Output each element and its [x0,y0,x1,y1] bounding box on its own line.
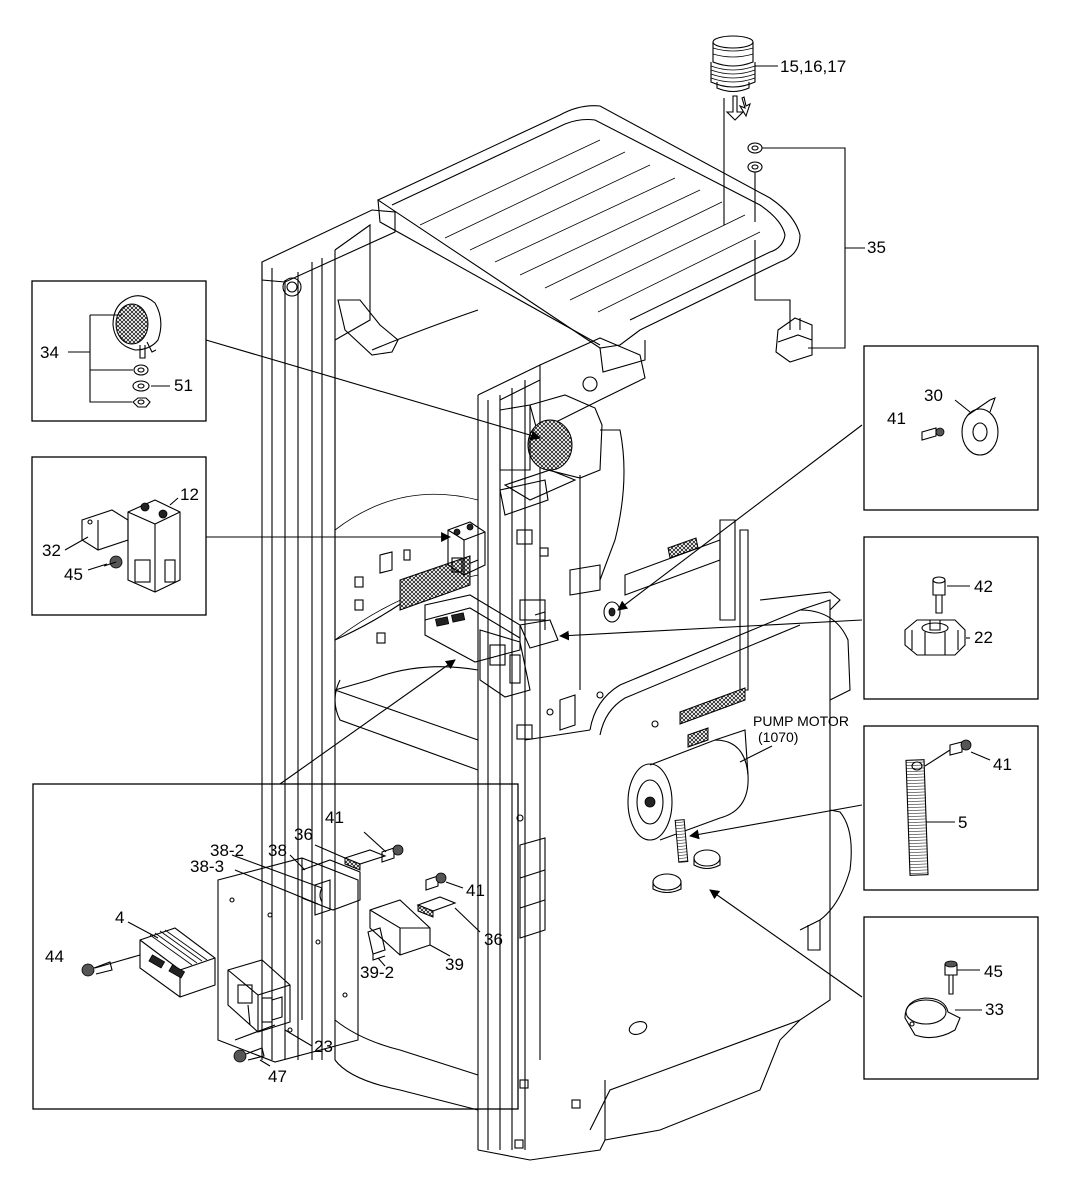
clip-36-top [343,849,387,871]
overhead-guard [261,105,801,373]
horn-panel: 30 41 [603,345,1039,623]
screw-44 [81,961,113,977]
label-screw-45-b: 45 [984,962,1003,981]
clip-36-mid [416,896,457,918]
knob-icon [904,619,966,656]
label-cover-39: 39 [445,955,464,974]
label-work-light: 34 [40,343,59,362]
cap-panel: 45 33 [709,889,1039,1080]
beacon-group: 15,16,17 [710,35,846,225]
mount-kit: 35 [747,142,886,363]
work-light-panel: 34 51 [31,280,541,441]
label-bolt-41-b: 41 [466,881,485,900]
label-clip-36-a: 36 [294,825,313,844]
label-clip-36-b: 36 [484,930,503,949]
label-bolt-41-horn: 41 [887,409,906,428]
upper-bracket [337,299,399,356]
label-clip-39-2: 39-2 [360,963,394,982]
bolt-41-mid [425,872,447,891]
screw-icon [103,555,123,569]
base-frame [334,1019,479,1111]
screw-45-icon [944,960,958,995]
installed-controller [424,594,559,698]
mounting-plate [217,857,359,1063]
bracket-icon [81,509,129,551]
washer-icon [132,364,151,408]
label-plate-38-3: 38-3 [190,857,224,876]
label-bolt-41-strap: 41 [993,755,1012,774]
installed-strap-cap [652,819,721,894]
battery-compartment [514,591,852,1149]
label-bolt-41-a: 41 [325,808,344,827]
label-mount-kit: 35 [867,238,886,257]
horn-bolt-icon [921,427,945,441]
center-brackets [503,380,749,1060]
installed-contactor [354,521,486,644]
left-mast [261,223,371,1060]
label-screw-45-a: 45 [64,565,83,584]
work-light-icon [112,295,162,359]
strap-icon [905,759,929,876]
pump-motor: PUMP MOTOR (1070) [627,713,849,841]
strap-panel: 41 5 [689,725,1039,891]
installed-work-light [499,394,603,516]
vent-grille [399,555,471,611]
pump-motor-number: (1070) [758,729,798,745]
right-mast [477,337,646,1150]
label-contactor: 12 [180,485,199,504]
bolt-41-top [381,844,404,863]
label-screw-44: 44 [45,947,64,966]
installed-horn [603,601,621,623]
screw-47 [233,1047,265,1063]
label-horn: 30 [924,386,943,405]
knob-panel: 42 22 [559,536,1039,700]
horn-icon [961,397,999,456]
label-screw-42: 42 [974,577,993,596]
strap-bolt-icon [924,739,972,767]
label-knob-22: 22 [974,628,993,647]
truck-body [261,105,852,1161]
contactor-icon [127,499,181,593]
bracket-38 [301,859,361,916]
clip-39-2 [367,927,386,961]
label-controller-4: 4 [115,908,124,927]
screw-42-icon [932,576,946,614]
controller-panel: 4 44 38-3 38-2 38 36 41 41 36 39 39-2 23… [32,659,519,1110]
label-bracket-32: 32 [42,541,61,560]
label-washer: 51 [174,376,193,395]
cap-icon [904,997,961,1039]
label-cap-33: 33 [985,1000,1004,1019]
contactor-panel: 12 32 45 [31,456,451,616]
label-screw-47: 47 [268,1067,287,1086]
pump-motor-name: PUMP MOTOR [753,713,849,729]
module-23 [227,959,291,1033]
label-module-23: 23 [314,1037,333,1056]
label-strap-5: 5 [958,813,967,832]
middle-shelf [334,650,479,741]
beacon-lamp [710,35,756,93]
label-bracket-38: 38 [268,841,287,860]
label-plate-38-2: 38-2 [210,841,244,860]
label-beacon: 15,16,17 [780,57,846,76]
controller-4 [139,927,216,998]
